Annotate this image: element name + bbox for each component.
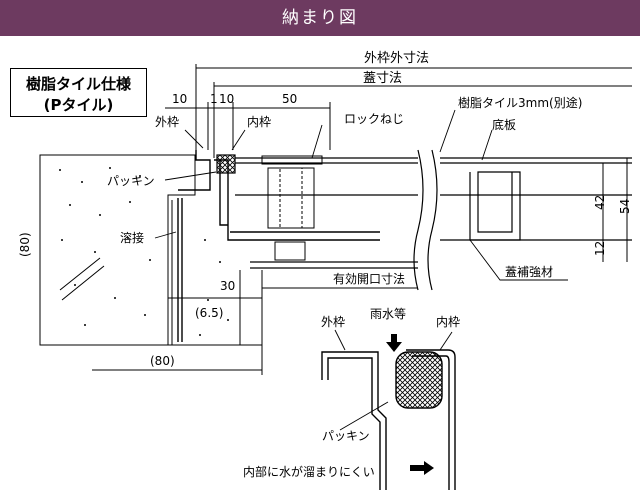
lid [235,149,632,291]
outer-frame-label: 外枠 [155,115,179,129]
dim-54: 54 [618,199,632,214]
outer-frame-outer-dim-label: 外枠外寸法 [364,51,429,66]
packing-label: パッキン [107,174,155,188]
lid-reinforcement-label: 蓋補強材 [505,265,553,279]
lid-dim-label: 蓋寸法 [363,71,402,86]
dim-30: 30 [220,279,235,293]
welding-label: 溶接 [120,230,144,245]
resin-tile-label: 樹脂タイル3mm(別途) [458,95,582,110]
lock-screw-shape [261,155,323,261]
inner-frame-label: 内枠 [247,115,271,129]
spec-badge: 樹脂タイル仕様 (Pタイル) [10,68,147,117]
detail-inner-frame-label: 内枠 [436,315,460,329]
dim-12: 12 [593,241,607,256]
concrete [39,154,262,346]
dim-42: 42 [593,195,607,210]
bottom-plate-label: 底板 [492,117,516,132]
outer-frame-shape [177,150,380,342]
spec-line1: 樹脂タイル仕様 [25,75,131,93]
detail-outer-frame-label: 外枠 [321,315,345,329]
water-note-label: 内部に水が溜まりにくい [243,464,375,479]
detail-drawing [321,329,456,490]
top-dimensions [165,64,632,160]
packing-shape [216,154,236,174]
header-bar: 納まり図 [0,0,640,36]
dim-50: 50 [282,92,297,106]
page-title: 納まり図 [282,8,358,28]
dim-80h: (80) [150,354,175,368]
effective-opening-label: 有効開口寸法 [333,271,405,286]
detail-packing-label: パッキン [322,429,370,443]
dim-1: 1 [210,92,218,106]
spec-line2: (Pタイル) [43,96,114,114]
dim-80v: (80) [18,232,32,257]
detail-packing-shape [395,351,443,409]
dim-6-5: (6.5) [195,306,223,320]
lock-screw-label: ロックねじ [344,112,404,126]
dim-10b: 10 [219,92,234,106]
dim-10a: 10 [172,92,187,106]
rainwater-label: 雨水等 [370,307,406,321]
